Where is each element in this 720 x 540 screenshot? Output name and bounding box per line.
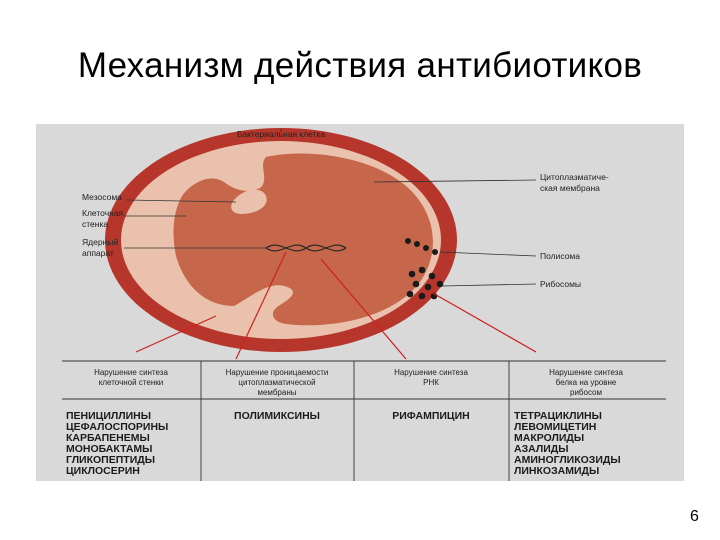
label-nuclear-1: Ядерный xyxy=(82,237,118,247)
col1-header-2: клеточной стенки xyxy=(99,378,163,387)
label-nuclear-2: аппарат xyxy=(82,248,114,258)
drug-item: ЛЕВОМИЦЕТИН xyxy=(514,421,596,433)
label-membrane-2: ская мембрана xyxy=(540,183,600,193)
col2-header-3: мембраны xyxy=(257,388,296,397)
drug-item: ЛИНКОЗАМИДЫ xyxy=(514,465,599,477)
drug-item: АМИНОГЛИКОЗИДЫ xyxy=(514,454,621,466)
label-cell-wall-1: Клеточная xyxy=(82,208,124,218)
mechanism-figure: Бактериальная клетка Мезосома Клеточная … xyxy=(36,124,684,481)
mesosome xyxy=(231,189,267,214)
col4-header-2: белка на уровне xyxy=(556,378,617,387)
col4-header-1: Нарушение синтеза xyxy=(549,368,623,377)
col1-header-1: Нарушение синтеза xyxy=(94,368,168,377)
col3-header-2: РНК xyxy=(423,378,439,387)
label-bacterial-cell: Бактериальная клетка xyxy=(237,129,326,139)
drug-item: МАКРОЛИДЫ xyxy=(514,432,584,444)
drug-item: ПЕНИЦИЛЛИНЫ xyxy=(66,410,151,422)
cytoplasm xyxy=(173,153,433,326)
drug-item: АЗАЛИДЫ xyxy=(514,443,569,455)
drug-item: РИФАМПИЦИН xyxy=(392,410,469,422)
drug-item: КАРБАПЕНЕМЫ xyxy=(66,432,150,444)
col2-header-1: Нарушение проницаемости xyxy=(226,368,329,377)
drug-item: МОНОБАКТАМЫ xyxy=(66,443,152,455)
label-polysome: Полисома xyxy=(540,251,580,261)
cell-diagram: Бактериальная клетка Мезосома Клеточная … xyxy=(62,128,666,481)
drug-item: ТЕТРАЦИКЛИНЫ xyxy=(514,410,602,422)
drug-item: ЦИКЛОСЕРИН xyxy=(66,465,140,477)
drug-item: ГЛИКОПЕПТИДЫ xyxy=(66,454,155,466)
label-mesosome: Мезосома xyxy=(82,192,122,202)
slide-title: Механизм действия антибиотиков xyxy=(77,46,643,85)
label-membrane-1: Цитоплазматиче- xyxy=(540,172,609,182)
col4-header-3: рибосом xyxy=(570,388,602,397)
ribosomes xyxy=(406,266,444,300)
drug-item: ПОЛИМИКСИНЫ xyxy=(234,410,320,422)
drug-item: ЦЕФАЛОСПОРИНЫ xyxy=(66,421,168,433)
polysome xyxy=(405,238,438,255)
col3-header-1: Нарушение синтеза xyxy=(394,368,468,377)
col2-header-2: цитоплазматической xyxy=(238,378,315,387)
label-cell-wall-2: стенка xyxy=(82,219,108,229)
page-number: 6 xyxy=(690,508,699,525)
label-ribosomes: Рибосомы xyxy=(540,279,581,289)
